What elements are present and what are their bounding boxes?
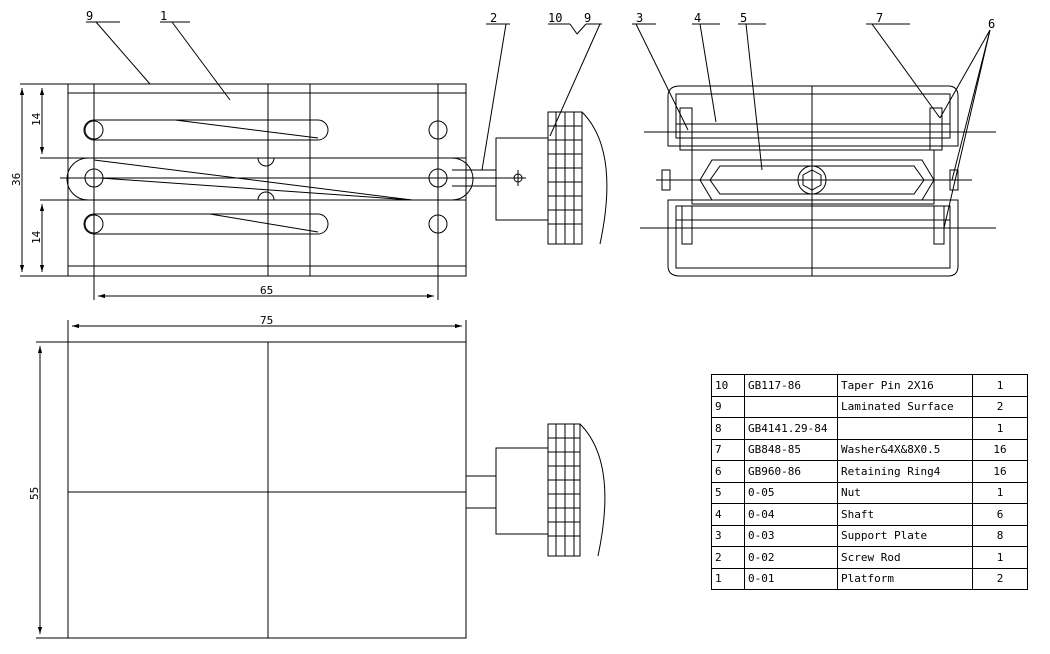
side-bottom-plate (667, 199, 959, 277)
part-number: 2 (711, 546, 745, 569)
part-standard: GB848-85 (744, 438, 838, 461)
callout-2: 2 (490, 11, 497, 25)
side-top-plate (667, 85, 959, 147)
part-quantity: 1 (972, 374, 1028, 397)
callout-6: 6 (988, 17, 995, 31)
knurl-lines (548, 112, 582, 244)
callout-4: 4 (694, 11, 701, 25)
support-plate-right (929, 107, 943, 151)
part-quantity: 16 (972, 460, 1028, 483)
top-view (36, 320, 606, 639)
part-standard (744, 395, 838, 418)
part-standard: GB4141.29-84 (744, 417, 838, 440)
callout-9-left: 9 (86, 9, 93, 23)
lower-slot (83, 213, 329, 235)
part-standard: 0-05 (744, 481, 838, 504)
callout-9-right: 9 (584, 11, 591, 25)
bottom-platform (67, 199, 467, 277)
part-number: 8 (711, 417, 745, 440)
part-quantity: 1 (972, 546, 1028, 569)
scissor-link (66, 157, 474, 201)
dim-14-bottom: 14 (30, 230, 43, 244)
plan-platform (67, 341, 467, 639)
part-number: 9 (711, 395, 745, 418)
part-name: Shaft (837, 503, 973, 526)
dim-14-top: 14 (30, 112, 43, 126)
part-quantity: 8 (972, 524, 1028, 547)
part-name: Nut (837, 481, 973, 504)
part-number: 4 (711, 503, 745, 526)
plan-knurled-knob (547, 423, 581, 557)
dim-55: 55 (28, 487, 41, 500)
part-standard: GB960-86 (744, 460, 838, 483)
part-name: Laminated Surface (837, 395, 973, 418)
part-name: Washer&4X&8X0.5 (837, 438, 973, 461)
part-number: 5 (711, 481, 745, 504)
dim-65: 65 (260, 284, 273, 297)
part-standard: 0-04 (744, 503, 838, 526)
part-standard: GB117-86 (744, 374, 838, 397)
plan-knob-hub (495, 447, 549, 535)
callout-10: 10 (548, 11, 562, 25)
part-standard: 0-02 (744, 546, 838, 569)
part-name: Taper Pin 2X16 (837, 374, 973, 397)
part-standard: 0-01 (744, 567, 838, 590)
upper-slot (83, 119, 329, 141)
part-quantity: 16 (972, 438, 1028, 461)
part-name: Support Plate (837, 524, 973, 547)
front-view (19, 21, 608, 300)
part-number: 1 (711, 567, 745, 590)
part-number: 7 (711, 438, 745, 461)
callout-3: 3 (636, 11, 643, 25)
part-quantity: 2 (972, 567, 1028, 590)
part-quantity: 1 (972, 417, 1028, 440)
part-number: 10 (711, 374, 745, 397)
callout-7: 7 (876, 11, 883, 25)
top-platform (67, 83, 467, 159)
part-quantity: 1 (972, 481, 1028, 504)
callout-5: 5 (740, 11, 747, 25)
part-name (837, 417, 973, 440)
part-number: 6 (711, 460, 745, 483)
callout-1: 1 (160, 9, 167, 23)
part-name: Retaining Ring4 (837, 460, 973, 483)
part-standard: 0-03 (744, 524, 838, 547)
part-name: Screw Rod (837, 546, 973, 569)
part-number: 3 (711, 524, 745, 547)
part-name: Platform (837, 567, 973, 590)
support-plate-left (679, 107, 693, 151)
dim-36: 36 (10, 173, 23, 186)
side-view (632, 23, 996, 277)
part-quantity: 6 (972, 503, 1028, 526)
dim-75: 75 (260, 314, 273, 327)
part-quantity: 2 (972, 395, 1028, 418)
